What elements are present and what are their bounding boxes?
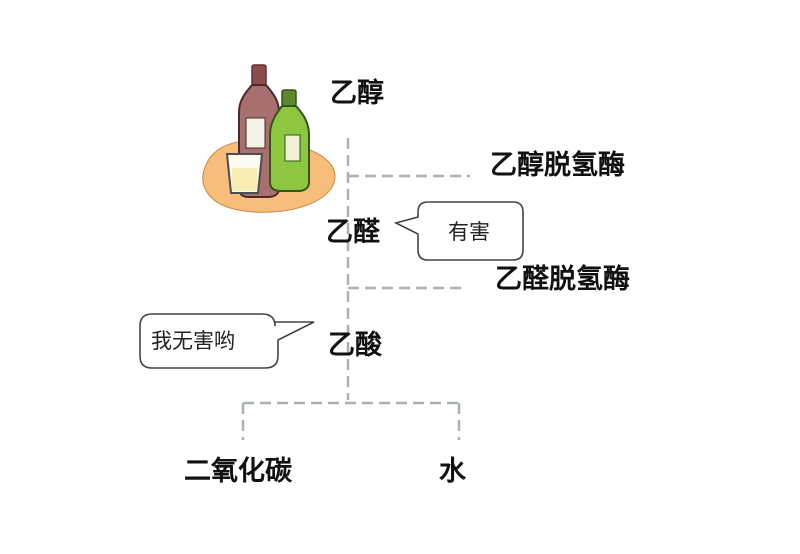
node-water: 水	[439, 456, 466, 487]
pathway-connectors	[241, 138, 470, 440]
enzyme-aldehyde-dehydrogenase: 乙醛脱氢酶	[495, 264, 630, 295]
bubble-label-harmless: 我无害哟	[151, 329, 235, 353]
node-ethanol: 乙醇	[330, 78, 384, 109]
speech-bubble-harmful	[393, 201, 524, 261]
drink-bottles-icon	[202, 64, 336, 213]
enzyme-alcohol-dehydrogenase: 乙醇脱氢酶	[490, 150, 625, 181]
node-acetic-acid: 乙酸	[328, 330, 382, 361]
speech-bubble-harmless	[139, 313, 315, 369]
node-acetaldehyde: 乙醛	[326, 217, 380, 248]
bubble-label-harmful: 有害	[448, 220, 490, 244]
node-carbon-dioxide: 二氧化碳	[184, 456, 292, 487]
